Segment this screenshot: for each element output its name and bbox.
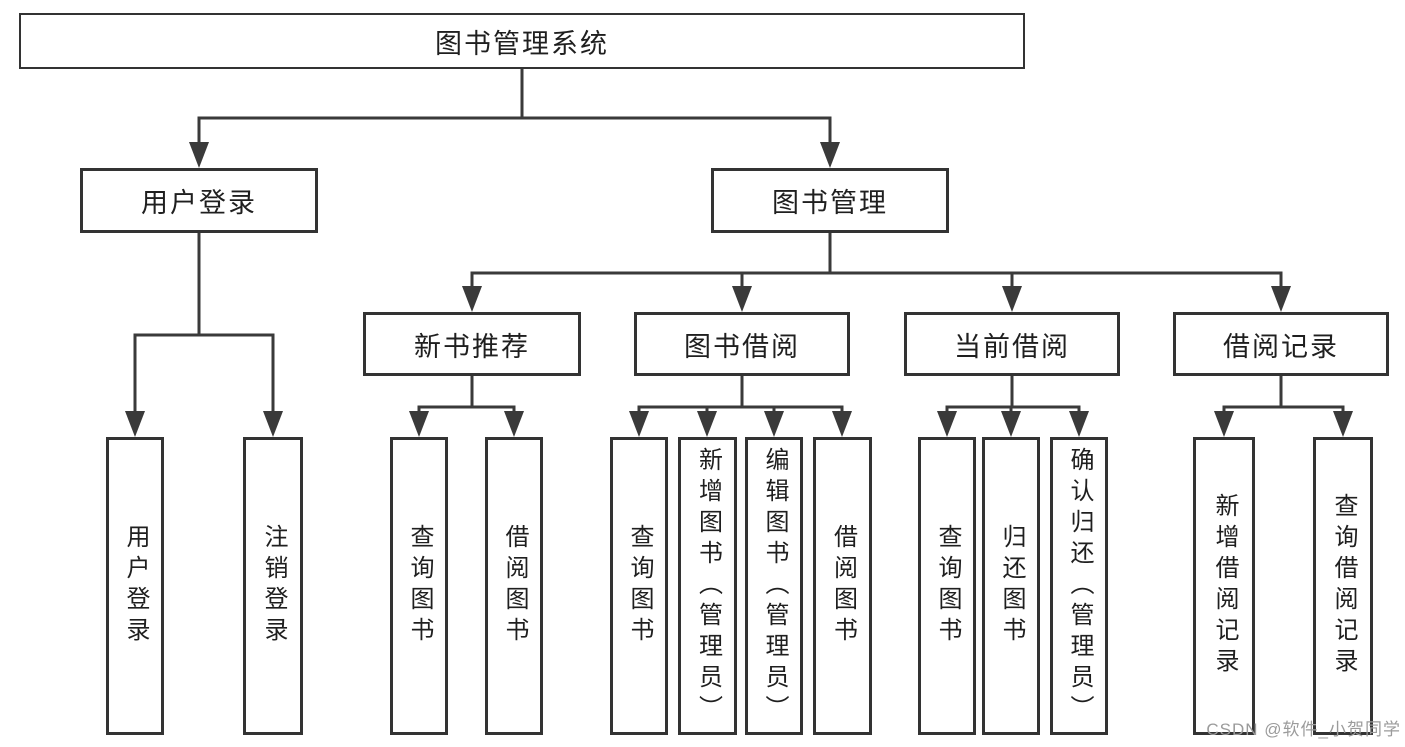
leaf-confirm-return-admin: 确认归还（管理员） xyxy=(1050,437,1108,735)
leaf-label: 用户登录 xyxy=(122,524,149,648)
node-label: 图书管理系统 xyxy=(435,28,609,59)
leaf-return-books: 归还图书 xyxy=(982,437,1040,735)
node-library-management-system: 图书管理系统 xyxy=(19,13,1025,69)
node-label: 用户登录 xyxy=(141,188,257,218)
node-book-borrow: 图书借阅 xyxy=(634,312,850,376)
node-new-book-recommend: 新书推荐 xyxy=(363,312,581,376)
node-label: 图书管理 xyxy=(772,188,888,218)
node-current-borrow: 当前借阅 xyxy=(904,312,1120,376)
leaf-query-books-current: 查询图书 xyxy=(918,437,976,735)
node-label: 图书借阅 xyxy=(684,331,800,362)
node-label: 借阅记录 xyxy=(1223,331,1339,362)
leaf-label: 查询图书 xyxy=(934,524,961,648)
leaf-borrow-books-recommend: 借阅图书 xyxy=(485,437,543,735)
leaf-label: 注销登录 xyxy=(260,524,287,648)
leaf-label: 借阅图书 xyxy=(829,524,857,648)
leaf-label: 新增图书（管理员） xyxy=(694,446,722,726)
leaf-label: 确认归还（管理员） xyxy=(1066,446,1093,726)
leaf-query-borrow-record: 查询借阅记录 xyxy=(1313,437,1373,735)
leaf-add-borrow-record: 新增借阅记录 xyxy=(1193,437,1255,735)
leaf-query-books-recommend: 查询图书 xyxy=(390,437,448,735)
node-borrow-record: 借阅记录 xyxy=(1173,312,1389,376)
node-book-management: 图书管理 xyxy=(711,168,949,233)
leaf-label: 归还图书 xyxy=(998,524,1025,648)
leaf-label: 查询借阅记录 xyxy=(1330,493,1357,679)
leaf-borrow-books: 借阅图书 xyxy=(813,437,872,735)
node-label: 新书推荐 xyxy=(414,331,530,362)
csdn-watermark: CSDN @软件_小贺同学 xyxy=(1206,720,1401,739)
leaf-user-login: 用户登录 xyxy=(106,437,164,735)
leaf-edit-books-admin: 编辑图书（管理员） xyxy=(745,437,803,735)
leaf-label: 编辑图书（管理员） xyxy=(761,446,788,726)
leaf-query-books-borrow: 查询图书 xyxy=(610,437,668,735)
leaf-logout: 注销登录 xyxy=(243,437,303,735)
leaf-add-books-admin: 新增图书（管理员） xyxy=(678,437,737,735)
node-user-login: 用户登录 xyxy=(80,168,318,233)
leaf-label: 查询图书 xyxy=(626,524,653,648)
leaf-label: 查询图书 xyxy=(406,524,433,648)
leaf-label: 新增借阅记录 xyxy=(1211,493,1238,679)
leaf-label: 借阅图书 xyxy=(501,524,528,648)
node-label: 当前借阅 xyxy=(954,331,1070,362)
